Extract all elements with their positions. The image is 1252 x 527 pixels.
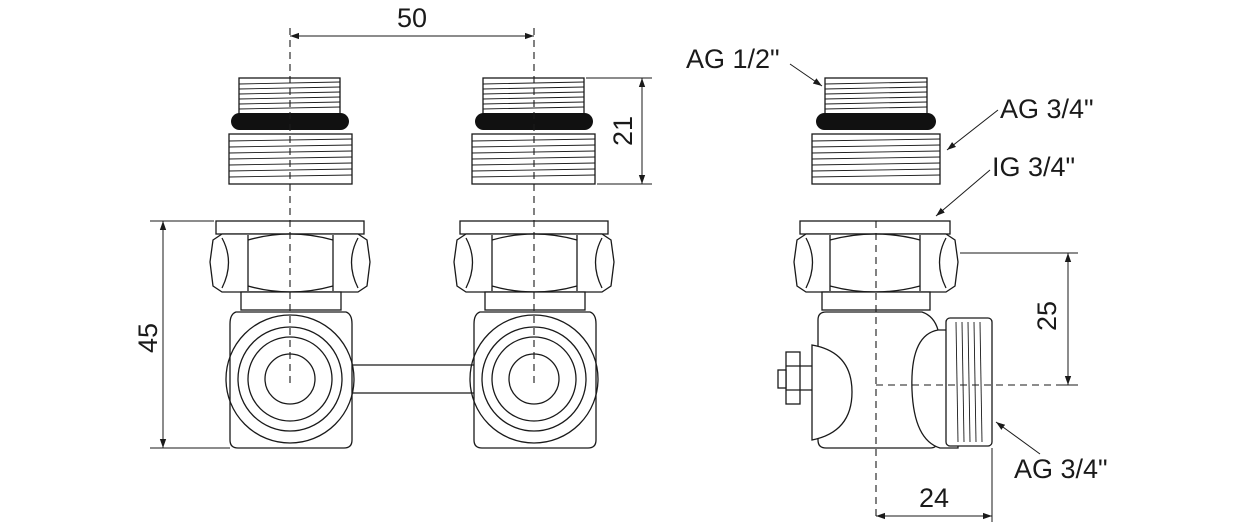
dimension-side-offset-label: 25 (1032, 301, 1062, 331)
dimension-body-height-label: 45 (133, 323, 163, 353)
side-view-valve (777, 77, 993, 449)
callout-inner-thread: IG 3/4" (935, 152, 1075, 217)
callout-side-outlet: AG 3/4" (995, 421, 1108, 484)
dimension-nipple-height: 21 (586, 77, 652, 185)
callout-top-nipple: AG 1/2" (686, 44, 823, 87)
callout-side-outlet-label: AG 3/4" (1014, 454, 1108, 484)
dimension-nipple-height-label: 21 (608, 116, 638, 146)
callout-upper-thread-label: AG 3/4" (1000, 94, 1094, 124)
right-top-nipple (482, 77, 585, 117)
left-neck (240, 291, 342, 311)
right-neck (484, 291, 586, 311)
side-upper-thread (811, 133, 941, 185)
left-seal-ring (231, 113, 349, 130)
dimension-spacing-label: 50 (397, 3, 427, 33)
dimension-side-width: 24 (876, 448, 993, 522)
connecting-tube (352, 364, 474, 394)
side-valve-body (777, 311, 993, 449)
dimension-side-width-label: 24 (919, 483, 949, 513)
dimension-side-offset: 25 (960, 252, 1078, 386)
right-valve-body (469, 311, 599, 449)
side-top-nipple (824, 77, 928, 117)
side-seal-ring (816, 113, 936, 130)
callout-top-nipple-label: AG 1/2" (686, 44, 780, 74)
callout-upper-thread: AG 3/4" (946, 94, 1094, 151)
left-valve-body (225, 311, 355, 449)
left-top-nipple (238, 77, 341, 117)
callout-inner-thread-label: IG 3/4" (992, 152, 1075, 182)
right-seal-ring (475, 113, 593, 130)
dimension-body-height: 45 (133, 220, 230, 449)
dimension-spacing: 50 (290, 3, 534, 40)
